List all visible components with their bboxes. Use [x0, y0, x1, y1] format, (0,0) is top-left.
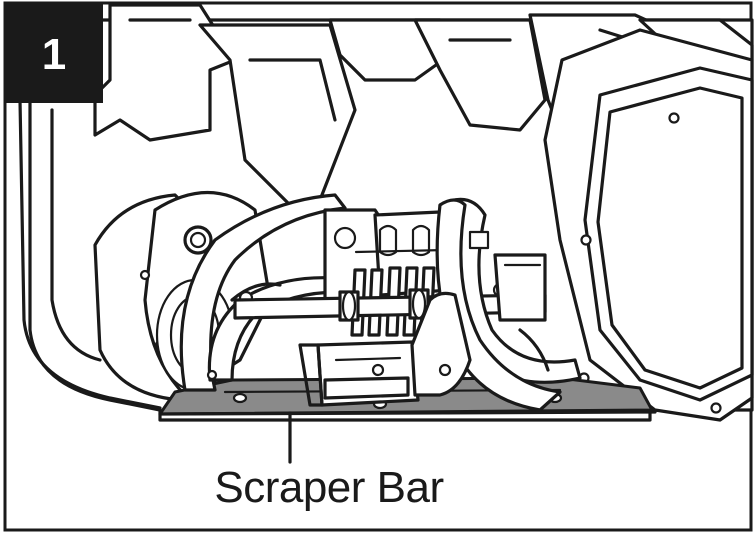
step-badge-box	[5, 3, 103, 103]
step-number: 1	[42, 30, 66, 79]
callout-scraper-bar: Scraper Bar	[214, 411, 444, 512]
callout-label: Scraper Bar	[214, 463, 443, 512]
step-badge: 1	[5, 3, 103, 103]
snow-thrower-drawing	[18, 3, 754, 422]
